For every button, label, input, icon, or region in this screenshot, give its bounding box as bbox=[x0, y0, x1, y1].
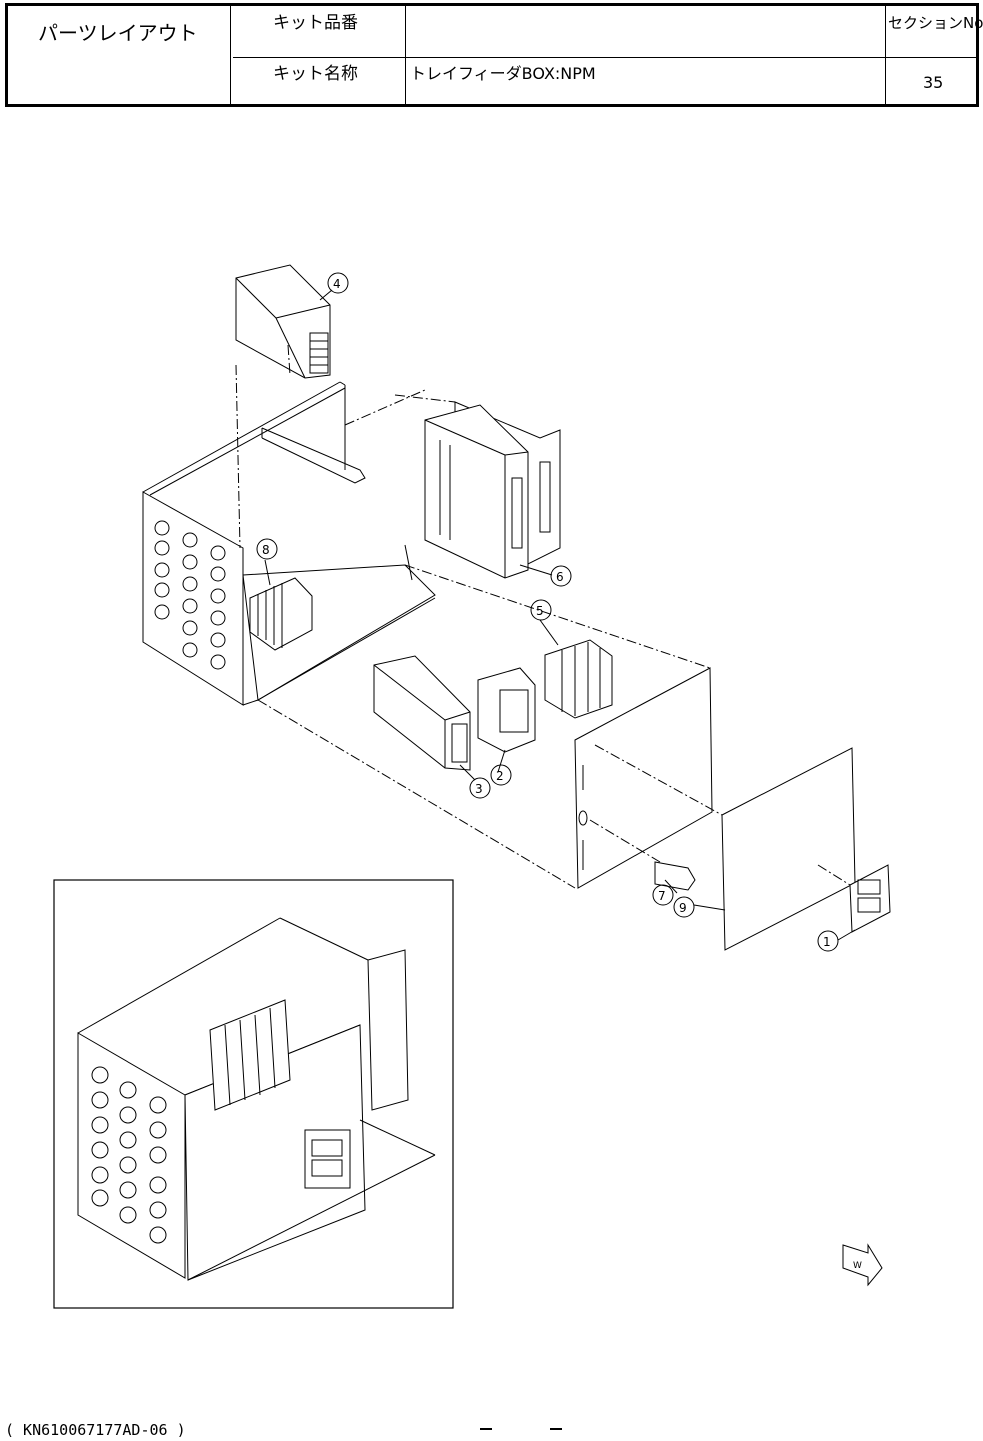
part-2-contactor bbox=[478, 668, 535, 752]
view-direction-arrow-icon: W bbox=[843, 1245, 882, 1285]
part-4-power-unit bbox=[236, 265, 330, 378]
part-9-cover-panel bbox=[722, 748, 855, 950]
doc-code: ( KN610067177AD-06 ) bbox=[5, 1421, 186, 1439]
callout-9: 9 bbox=[679, 898, 687, 918]
part-8-terminal-block bbox=[250, 578, 312, 650]
part-3-power-module bbox=[374, 656, 470, 770]
callout-8: 8 bbox=[262, 540, 270, 560]
callout-3: 3 bbox=[475, 779, 483, 799]
callout-4: 4 bbox=[333, 274, 341, 294]
callout-6: 6 bbox=[556, 567, 564, 587]
callout-1: 1 bbox=[823, 932, 831, 952]
part-6-servo-drivers bbox=[425, 402, 560, 578]
page-dash-left bbox=[480, 1428, 492, 1430]
part-5-breaker bbox=[545, 640, 612, 718]
svg-text:W: W bbox=[853, 1261, 862, 1271]
assembled-view-inset bbox=[54, 880, 453, 1308]
chassis bbox=[143, 382, 435, 705]
callout-7: 7 bbox=[658, 886, 666, 906]
callout-5: 5 bbox=[536, 601, 544, 621]
page-dash-right bbox=[550, 1428, 562, 1430]
part-1-switch bbox=[850, 865, 890, 932]
callout-2: 2 bbox=[496, 766, 504, 786]
